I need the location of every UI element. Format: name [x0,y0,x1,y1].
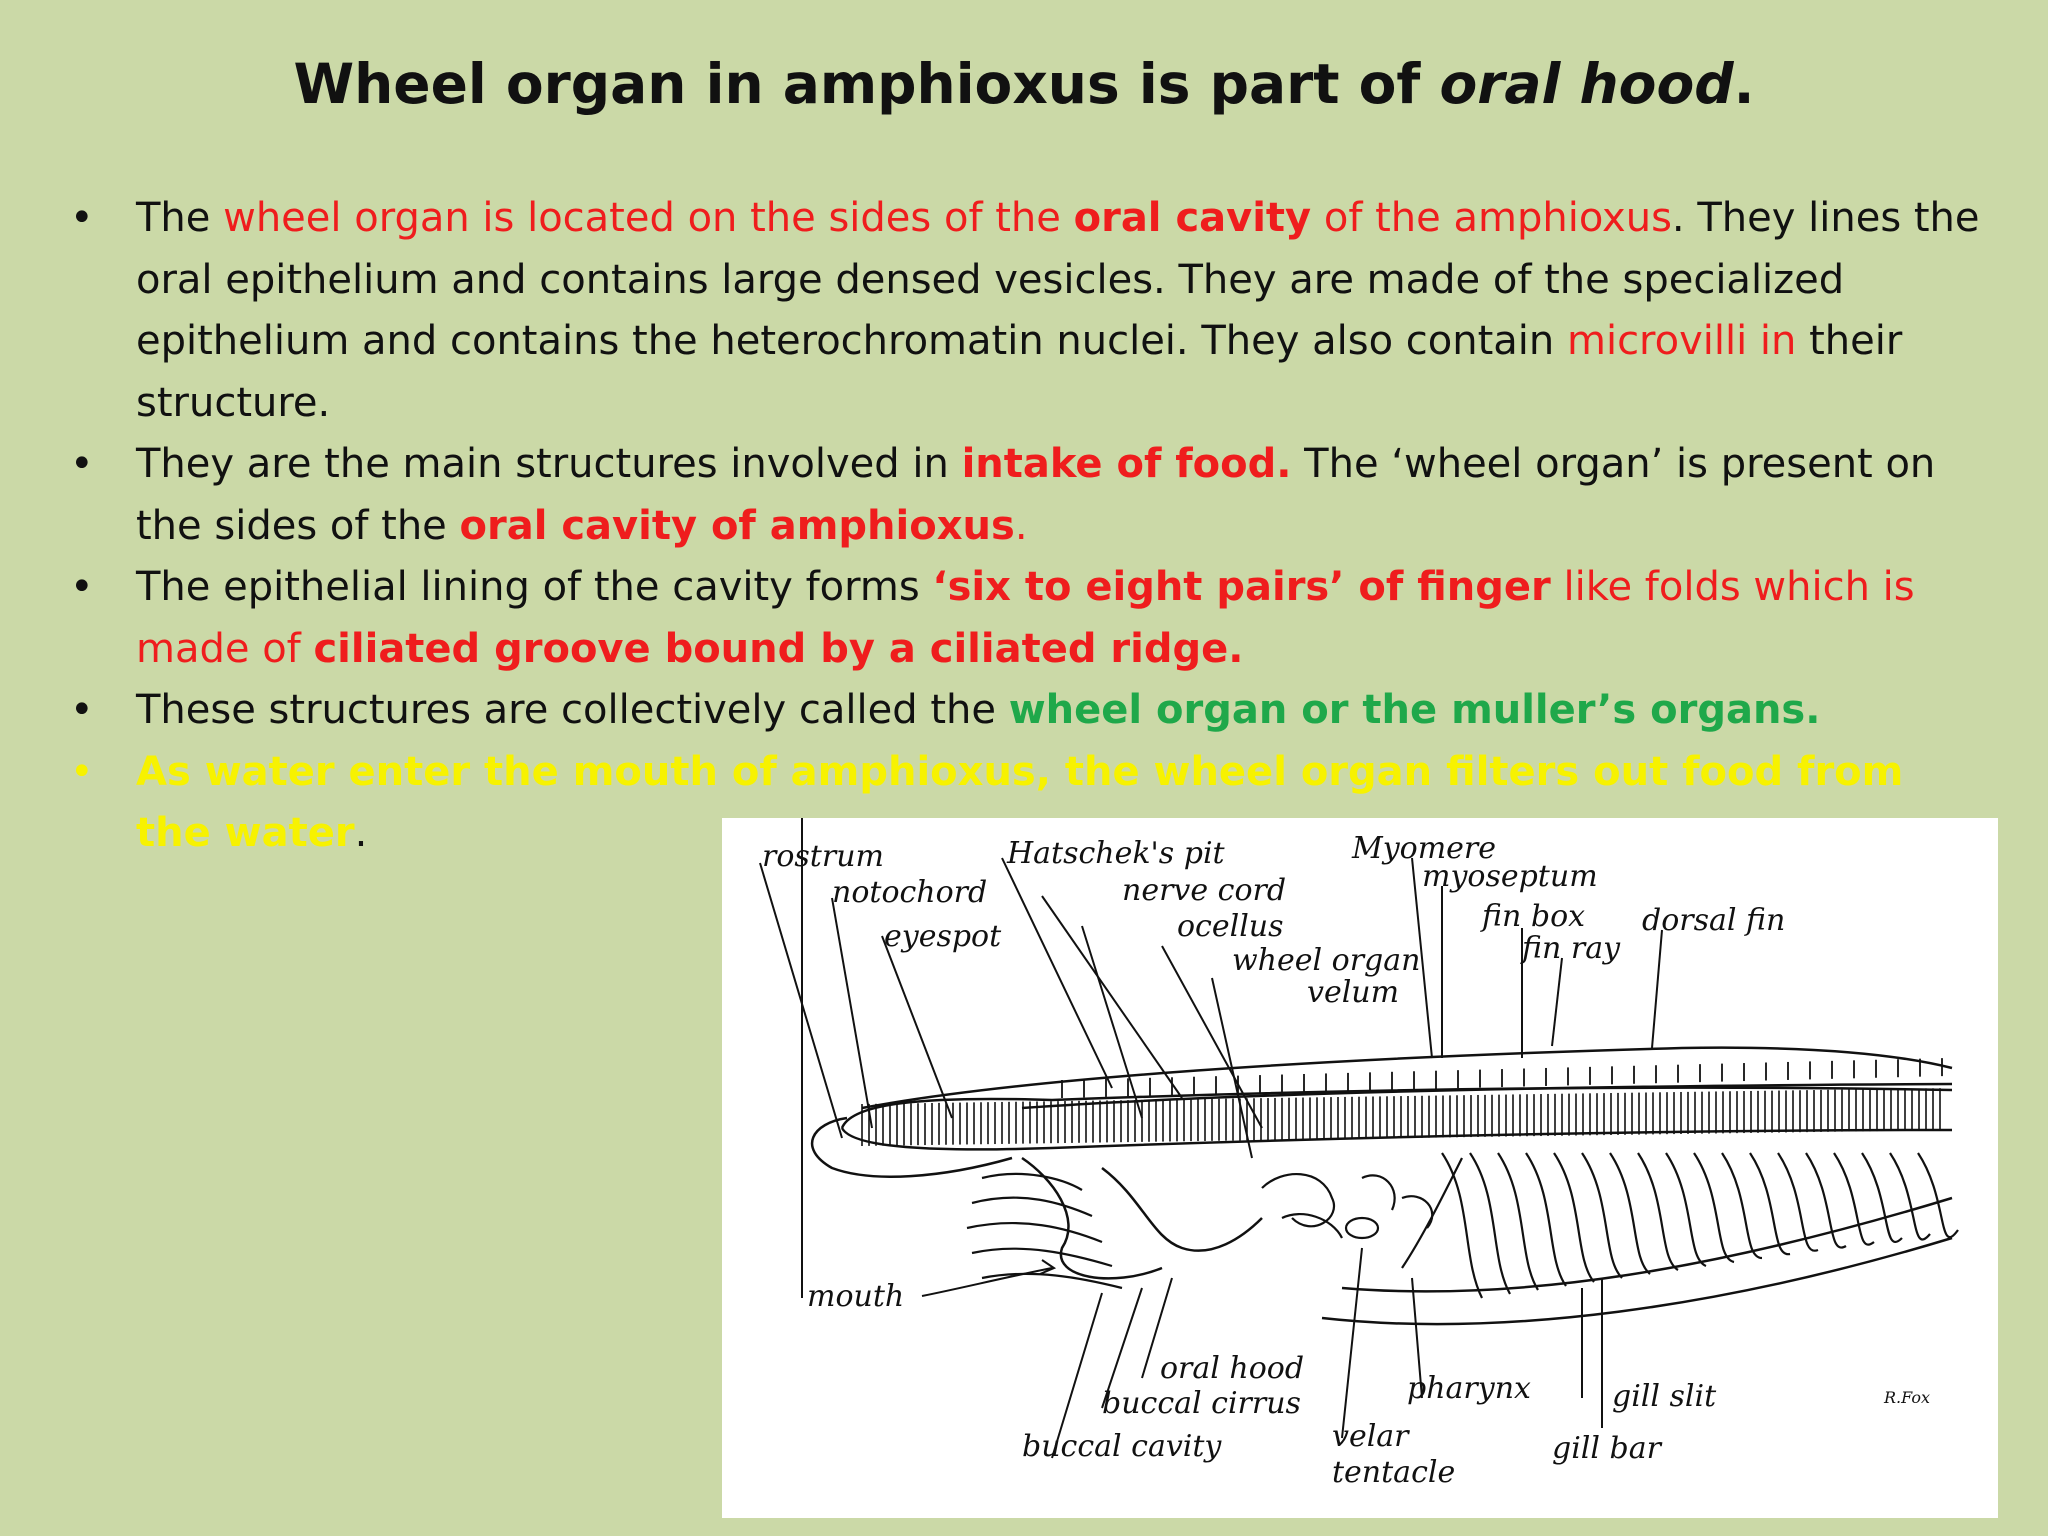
label-myomere: Myomere [1351,831,1496,866]
label-fin-ray: fin ray [1520,931,1621,966]
bullet-text-segment: The epithelial lining of the cavity form… [136,564,933,610]
amphioxus-diagram-svg: rostrum notochord eyespot Hatschek's pit… [759,818,1959,1490]
bullet-item: • As water enter the mouth of amphioxus, … [70,742,1990,865]
label-gill-bar: gill bar [1552,1431,1663,1466]
bullet-text-segment: ciliated groove bound by a ciliated ridg… [313,625,1244,672]
label-fin-box: fin box [1480,899,1585,934]
bullet-text-segment: . [1014,502,1028,549]
notochord-striations [861,1088,1941,1146]
bullet-text-segment: like folds which is made of [136,564,1915,672]
bullet-text-segment: oral cavity [1073,195,1312,241]
label-mouth: mouth [807,1279,904,1314]
bullet-item: • The epithelial lining of the cavity for… [70,557,1990,680]
fin-rays [1061,1058,1943,1098]
bullet-dot: • [70,687,94,733]
bullet-text-segment: ‘six to eight pairs’ of finger [932,564,1551,610]
label-nerve-cord: nerve cord [1122,873,1286,908]
bullet-text-segment: . [354,810,368,856]
bullet-item: • The wheel organ is located on the sides… [70,188,1990,434]
label-velar: velar [1332,1419,1410,1454]
bullet-dot: • [70,441,94,487]
label-eyespot: eyespot [884,919,1002,954]
bullet-text-segment: These structures are collectively called… [136,687,1009,733]
bullet-text-segment: of the amphioxus [1311,195,1672,241]
gill-bars [1441,1152,1959,1299]
label-gill-slit: gill slit [1612,1379,1717,1414]
label-buccal-cavity: buccal cavity [1022,1429,1222,1464]
amphioxus-diagram: rostrum notochord eyespot Hatschek's pit… [722,818,1998,1518]
label-dorsal-fin: dorsal fin [1642,903,1785,938]
leader-lines [759,818,1663,1459]
bullet-dot: • [70,748,94,795]
title-period: . [1733,52,1755,116]
bullet-list: • The wheel organ is located on the sides… [70,188,1990,865]
label-rostrum: rostrum [762,839,884,874]
bullet-text-segment: oral cavity of amphioxus [459,502,1015,549]
label-wheel-organ: wheel organ [1232,943,1420,978]
bullet-text-segment: microvilli in [1566,318,1797,364]
bullet-item: • These structures are collectively calle… [70,680,1990,742]
slide-title: Wheel organ in amphioxus is part of oral… [0,52,2048,116]
bullet-text-segment: . They lines the oral epithelium and con… [136,195,1980,364]
label-hatscheks-pit: Hatschek's pit [1006,836,1226,871]
bullet-text-segment: wheel organ or the muller’s organs. [1008,687,1821,733]
label-tentacle: tentacle [1332,1455,1455,1490]
bullet-text-segment: intake of food. [961,441,1292,487]
label-pharynx: pharynx [1407,1371,1531,1406]
bullet-dot: • [70,195,94,241]
bullet-text-segment: As water enter the mouth of amphioxus, t… [136,748,1904,857]
label-notochord: notochord [832,875,987,910]
label-oral-hood: oral hood [1160,1351,1304,1386]
label-velum: velum [1307,975,1399,1010]
bullet-text-segment: The ‘wheel organ’ is present on the side… [136,441,1936,549]
label-ocellus: ocellus [1177,909,1284,944]
title-text: Wheel organ in amphioxus is part of [293,52,1440,116]
mouth-arrow [921,1259,1057,1297]
label-myoseptum: myoseptum [1422,859,1598,894]
wheel-organ-lobes [1261,1157,1463,1269]
bullet-text-segment: The [136,195,224,241]
label-buccal-cirrus: buccal cirrus [1102,1386,1301,1421]
bullet-text-segment: They are the main structures involved in [136,441,962,487]
title-italic-text: oral hood [1439,52,1734,116]
bullet-text-segment: wheel organ is located on the sides of t… [223,195,1074,241]
bullet-text-segment: their structure. [136,318,1903,426]
bullet-dot: • [70,564,94,610]
buccal-cirri [966,1172,1123,1290]
label-artist-mark: R.Fox [1883,1388,1930,1407]
bullet-item: • They are the main structures involved i… [70,434,1990,557]
